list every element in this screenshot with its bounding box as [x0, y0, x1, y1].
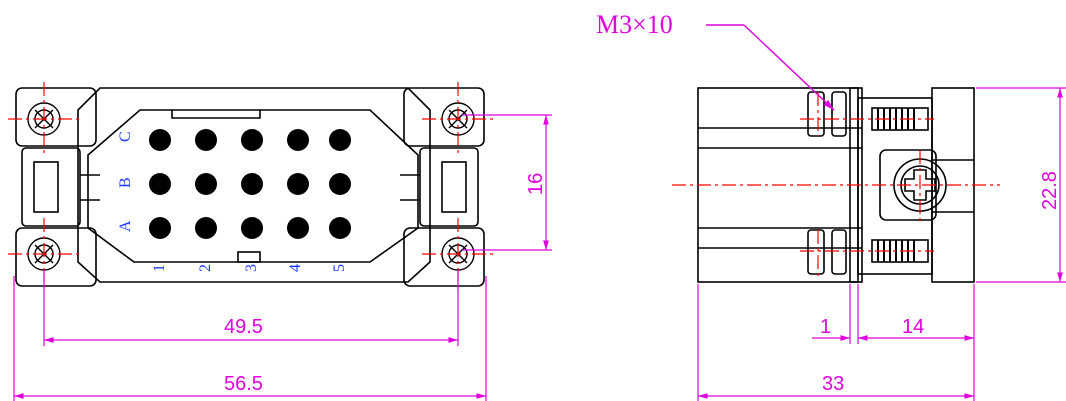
row-label-c: C — [117, 131, 134, 142]
left-bottom-flange — [15, 227, 97, 287]
dim-front-outer-width: 56.5 — [224, 373, 263, 395]
dim-side-thickness: 1 — [820, 316, 831, 338]
col-label-3: 3 — [243, 264, 260, 272]
dim-side-total-depth: 33 — [822, 373, 844, 395]
side-dimensions — [697, 87, 1066, 401]
right-top-flange — [403, 87, 485, 147]
thread-annotation: M3×10 — [596, 10, 673, 39]
right-latch — [419, 147, 479, 227]
side-centerlines — [672, 92, 1000, 276]
dim-side-height: 22.8 — [1039, 171, 1061, 210]
row-label-a: A — [117, 220, 134, 232]
dim-front-height: 16 — [525, 173, 547, 195]
col-label-1: 1 — [151, 264, 168, 272]
right-bottom-flange — [403, 227, 485, 287]
front-view — [15, 87, 485, 287]
front-centerlines — [8, 82, 494, 292]
front-dimensions — [13, 114, 552, 401]
housing-outline — [77, 87, 431, 283]
left-latch — [21, 147, 81, 227]
col-label-5: 5 — [331, 264, 348, 272]
col-label-2: 2 — [197, 264, 214, 272]
contact-pins — [149, 129, 351, 239]
thread-leader — [706, 24, 835, 111]
left-top-flange — [15, 87, 97, 147]
dim-front-inner-width: 49.5 — [224, 316, 263, 338]
row-label-b: B — [117, 177, 134, 188]
col-label-4: 4 — [287, 264, 304, 272]
dim-side-depth: 14 — [902, 316, 924, 338]
